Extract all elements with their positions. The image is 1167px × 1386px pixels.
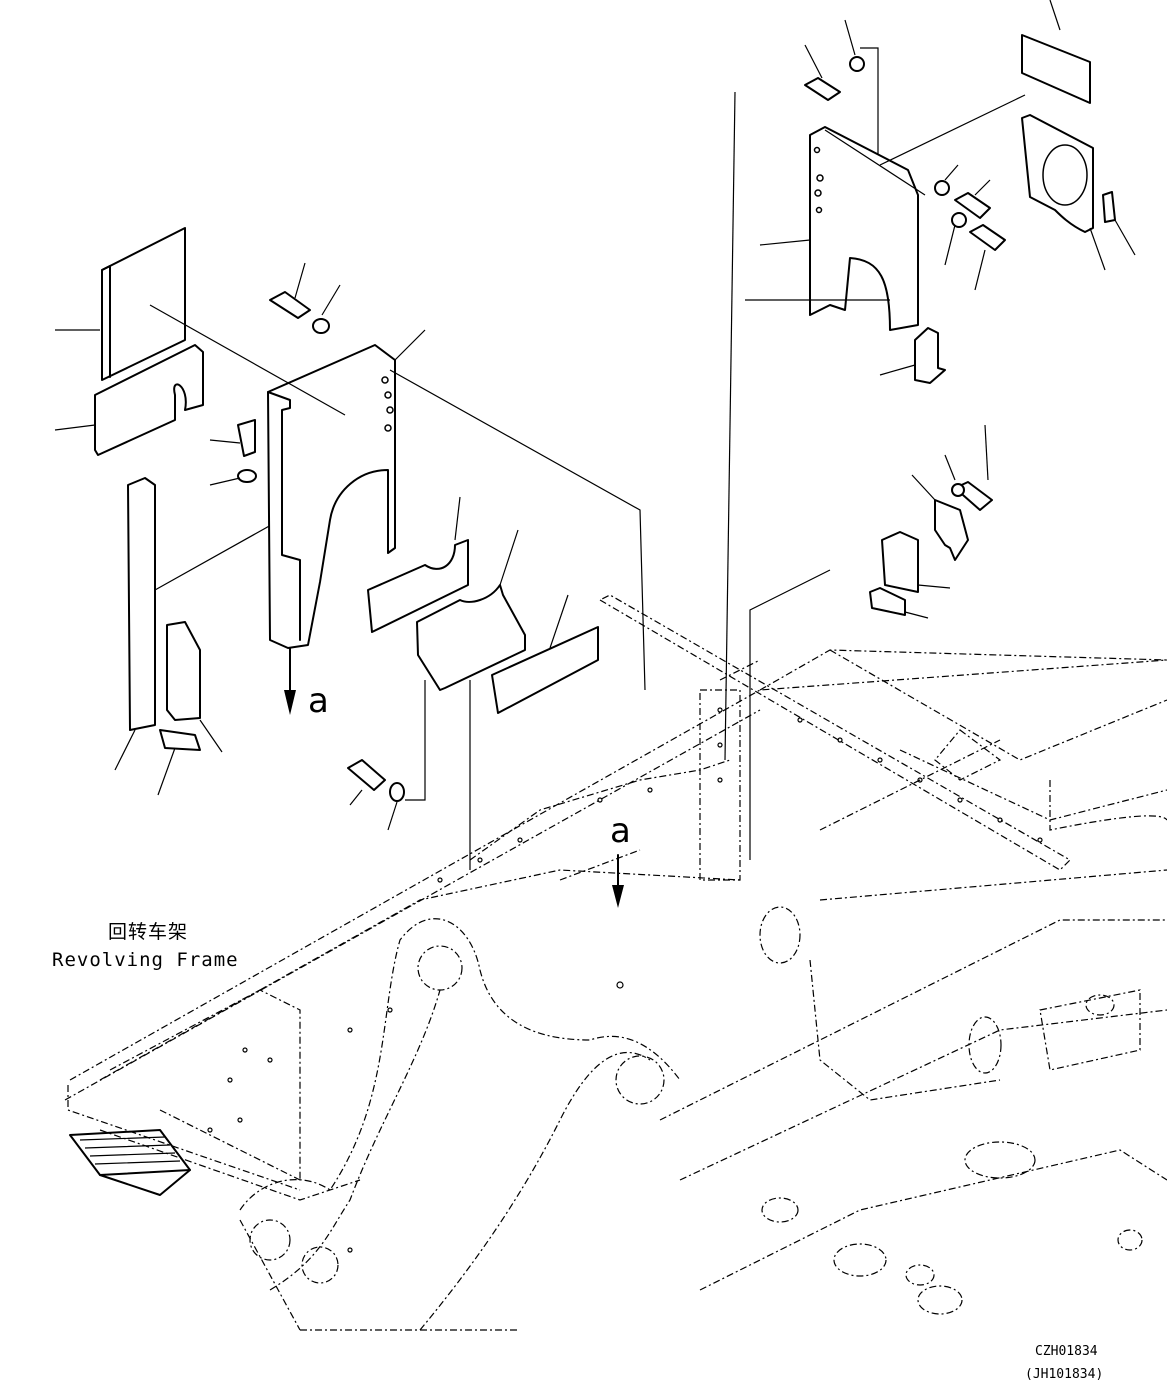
revolving-frame-drawing — [64, 594, 1167, 1331]
l-pad — [166, 621, 201, 721]
bolt-6 — [969, 224, 1006, 251]
left-parts-group: a — [54, 227, 599, 831]
small-block-1 — [159, 729, 201, 751]
small-block-2 — [1102, 191, 1116, 223]
cover-panel-right — [809, 126, 919, 331]
frame-label-cn: 回转车架 — [108, 921, 188, 943]
l-block — [914, 327, 946, 384]
arrow-a-label-center: a — [610, 811, 631, 851]
block-4 — [869, 587, 906, 616]
bracket — [416, 584, 526, 691]
bolt-1 — [209, 419, 257, 486]
wedge — [491, 626, 599, 714]
tall-strip — [127, 477, 156, 731]
bolt-5 — [954, 192, 991, 219]
curved-pad — [367, 539, 469, 633]
lower-bracket-right — [934, 499, 969, 561]
arrow-a-center: a — [610, 811, 631, 908]
pad-plate-2 — [1021, 34, 1091, 104]
drawing-code-alt: (JH101834) — [1025, 1367, 1103, 1382]
arrow-a-label-left: a — [308, 681, 329, 721]
pad-cutout-1 — [94, 344, 204, 456]
bolt-4 — [804, 19, 879, 160]
right-parts-group — [149, 0, 1136, 870]
bolt-2 — [269, 262, 341, 334]
arrow-a-left: a — [284, 647, 329, 721]
drawing-code: CZH01834 — [1035, 1344, 1098, 1359]
bolt-3 — [347, 680, 426, 831]
pad-plate-1 — [101, 227, 186, 381]
block-3 — [881, 531, 919, 593]
frame-label-en: Revolving Frame — [52, 949, 239, 971]
washer-1 — [934, 180, 950, 196]
washer-2 — [951, 212, 967, 228]
